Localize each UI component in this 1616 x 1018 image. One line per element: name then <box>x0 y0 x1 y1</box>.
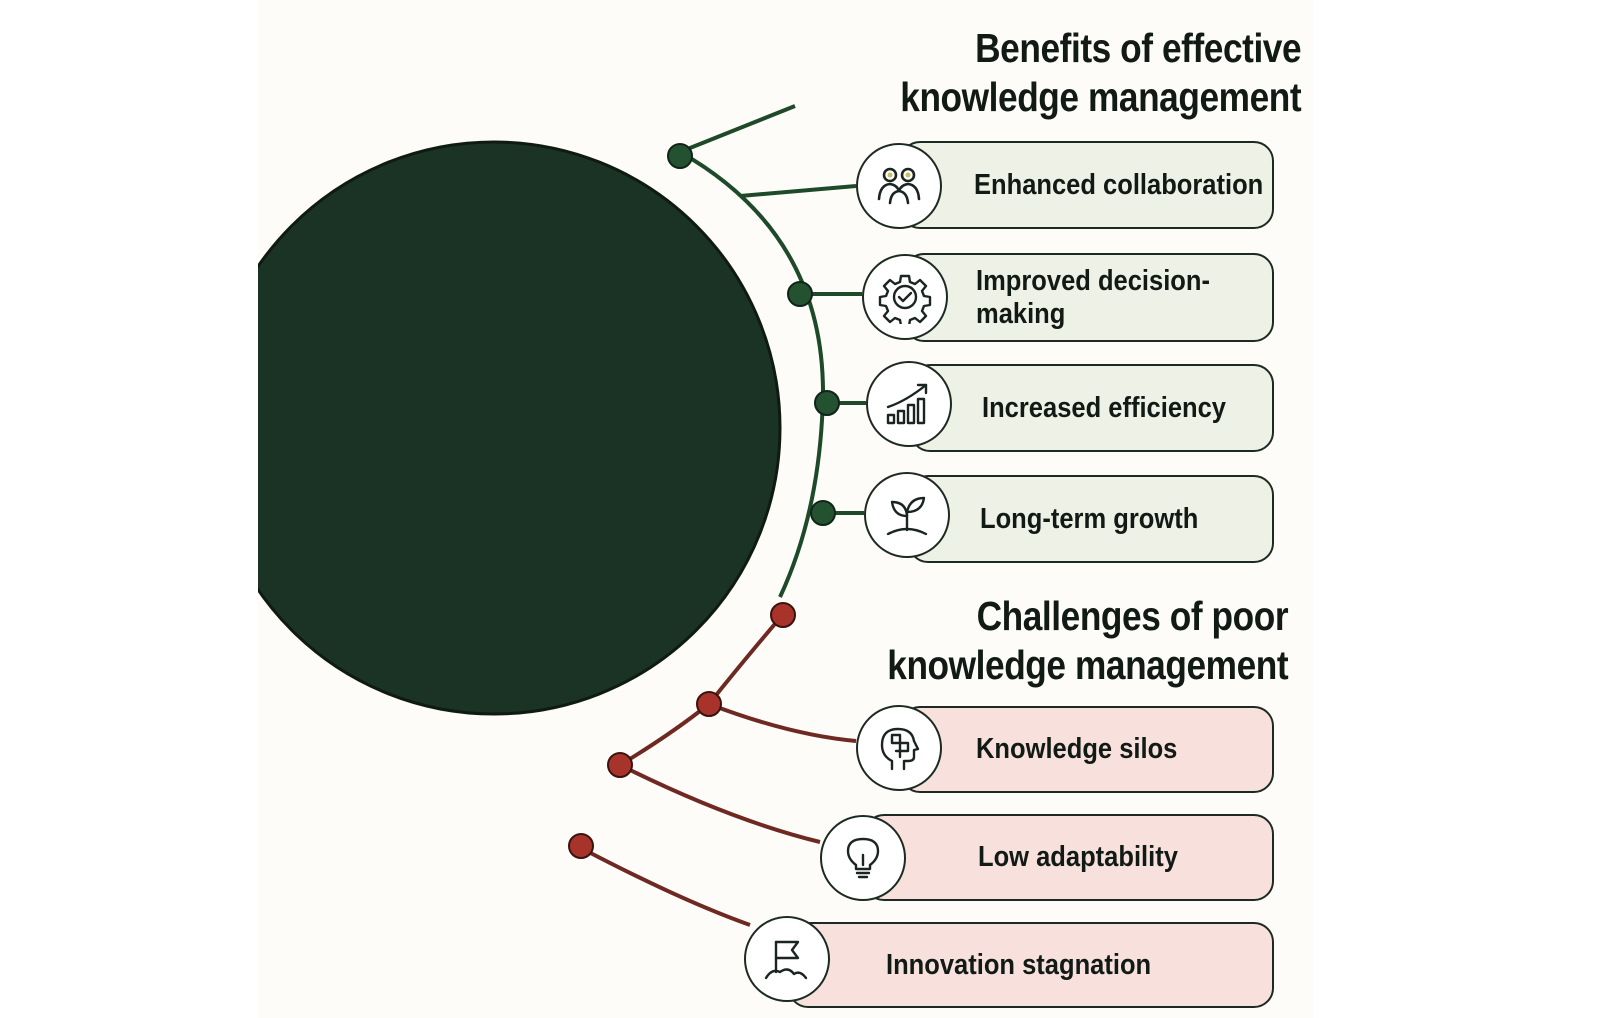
challenge-item-knowledge-silos: Knowledge silos <box>900 706 1274 793</box>
flag-icon <box>744 916 830 1002</box>
left-margin <box>0 0 258 1018</box>
challenge-label: Low adaptability <box>978 841 1178 873</box>
challenge-label: Innovation stagnation <box>886 948 1152 981</box>
lightbulb-icon <box>820 815 906 901</box>
sprout-icon <box>864 472 950 558</box>
challenges-top-dot <box>770 602 796 628</box>
challenges-heading-line-2: knowledge management <box>887 642 1288 688</box>
gear-check-icon <box>862 254 948 340</box>
central-circle <box>206 140 782 716</box>
dot-low-adaptability <box>607 752 633 778</box>
benefit-label-line-2: making <box>976 297 1066 330</box>
challenge-item-innovation-stagnation: Innovation stagnation <box>788 922 1274 1008</box>
challenge-item-low-adaptability: Low adaptability <box>864 814 1274 901</box>
dot-long-term-growth <box>810 500 836 526</box>
benefits-top-dot <box>667 143 693 169</box>
benefit-item-increased-efficiency: Increased efficiency <box>910 364 1274 452</box>
challenge-label: Knowledge silos <box>976 733 1178 765</box>
benefits-heading: Benefits of effective knowledge manageme… <box>900 24 1301 122</box>
dot-increased-efficiency <box>814 390 840 416</box>
connector-innovation-stagnation <box>580 846 751 927</box>
connector-low-adaptability <box>619 763 821 844</box>
head-puzzle-icon <box>856 705 942 791</box>
challenges-heading-line-1: Challenges of poor <box>976 593 1288 639</box>
benefit-label: Long-term growth <box>980 502 1199 535</box>
benefit-label: Enhanced collaboration <box>974 168 1264 201</box>
benefits-heading-line-1: Benefits of effective <box>974 25 1301 71</box>
benefit-label: Increased efficiency <box>982 391 1226 424</box>
dot-improved-decision <box>787 281 813 307</box>
benefit-item-improved-decision-making: Improved decision- making <box>904 253 1274 342</box>
dot-innovation-stagnation <box>568 833 594 859</box>
benefit-item-enhanced-collaboration: Enhanced collaboration <box>900 141 1274 229</box>
benefit-item-long-term-growth: Long-term growth <box>908 475 1274 563</box>
growth-chart-icon <box>866 361 952 447</box>
benefits-heading-connector <box>679 104 796 154</box>
benefit-label-line-1: Improved decision- <box>976 264 1210 297</box>
benefits-heading-line-2: knowledge management <box>900 74 1301 120</box>
connector-enhanced-collaboration <box>739 184 857 198</box>
people-icon <box>856 143 942 229</box>
connector-knowledge-silos <box>708 702 857 743</box>
challenges-heading: Challenges of poor knowledge management <box>887 592 1288 690</box>
dot-knowledge-silos <box>696 691 722 717</box>
